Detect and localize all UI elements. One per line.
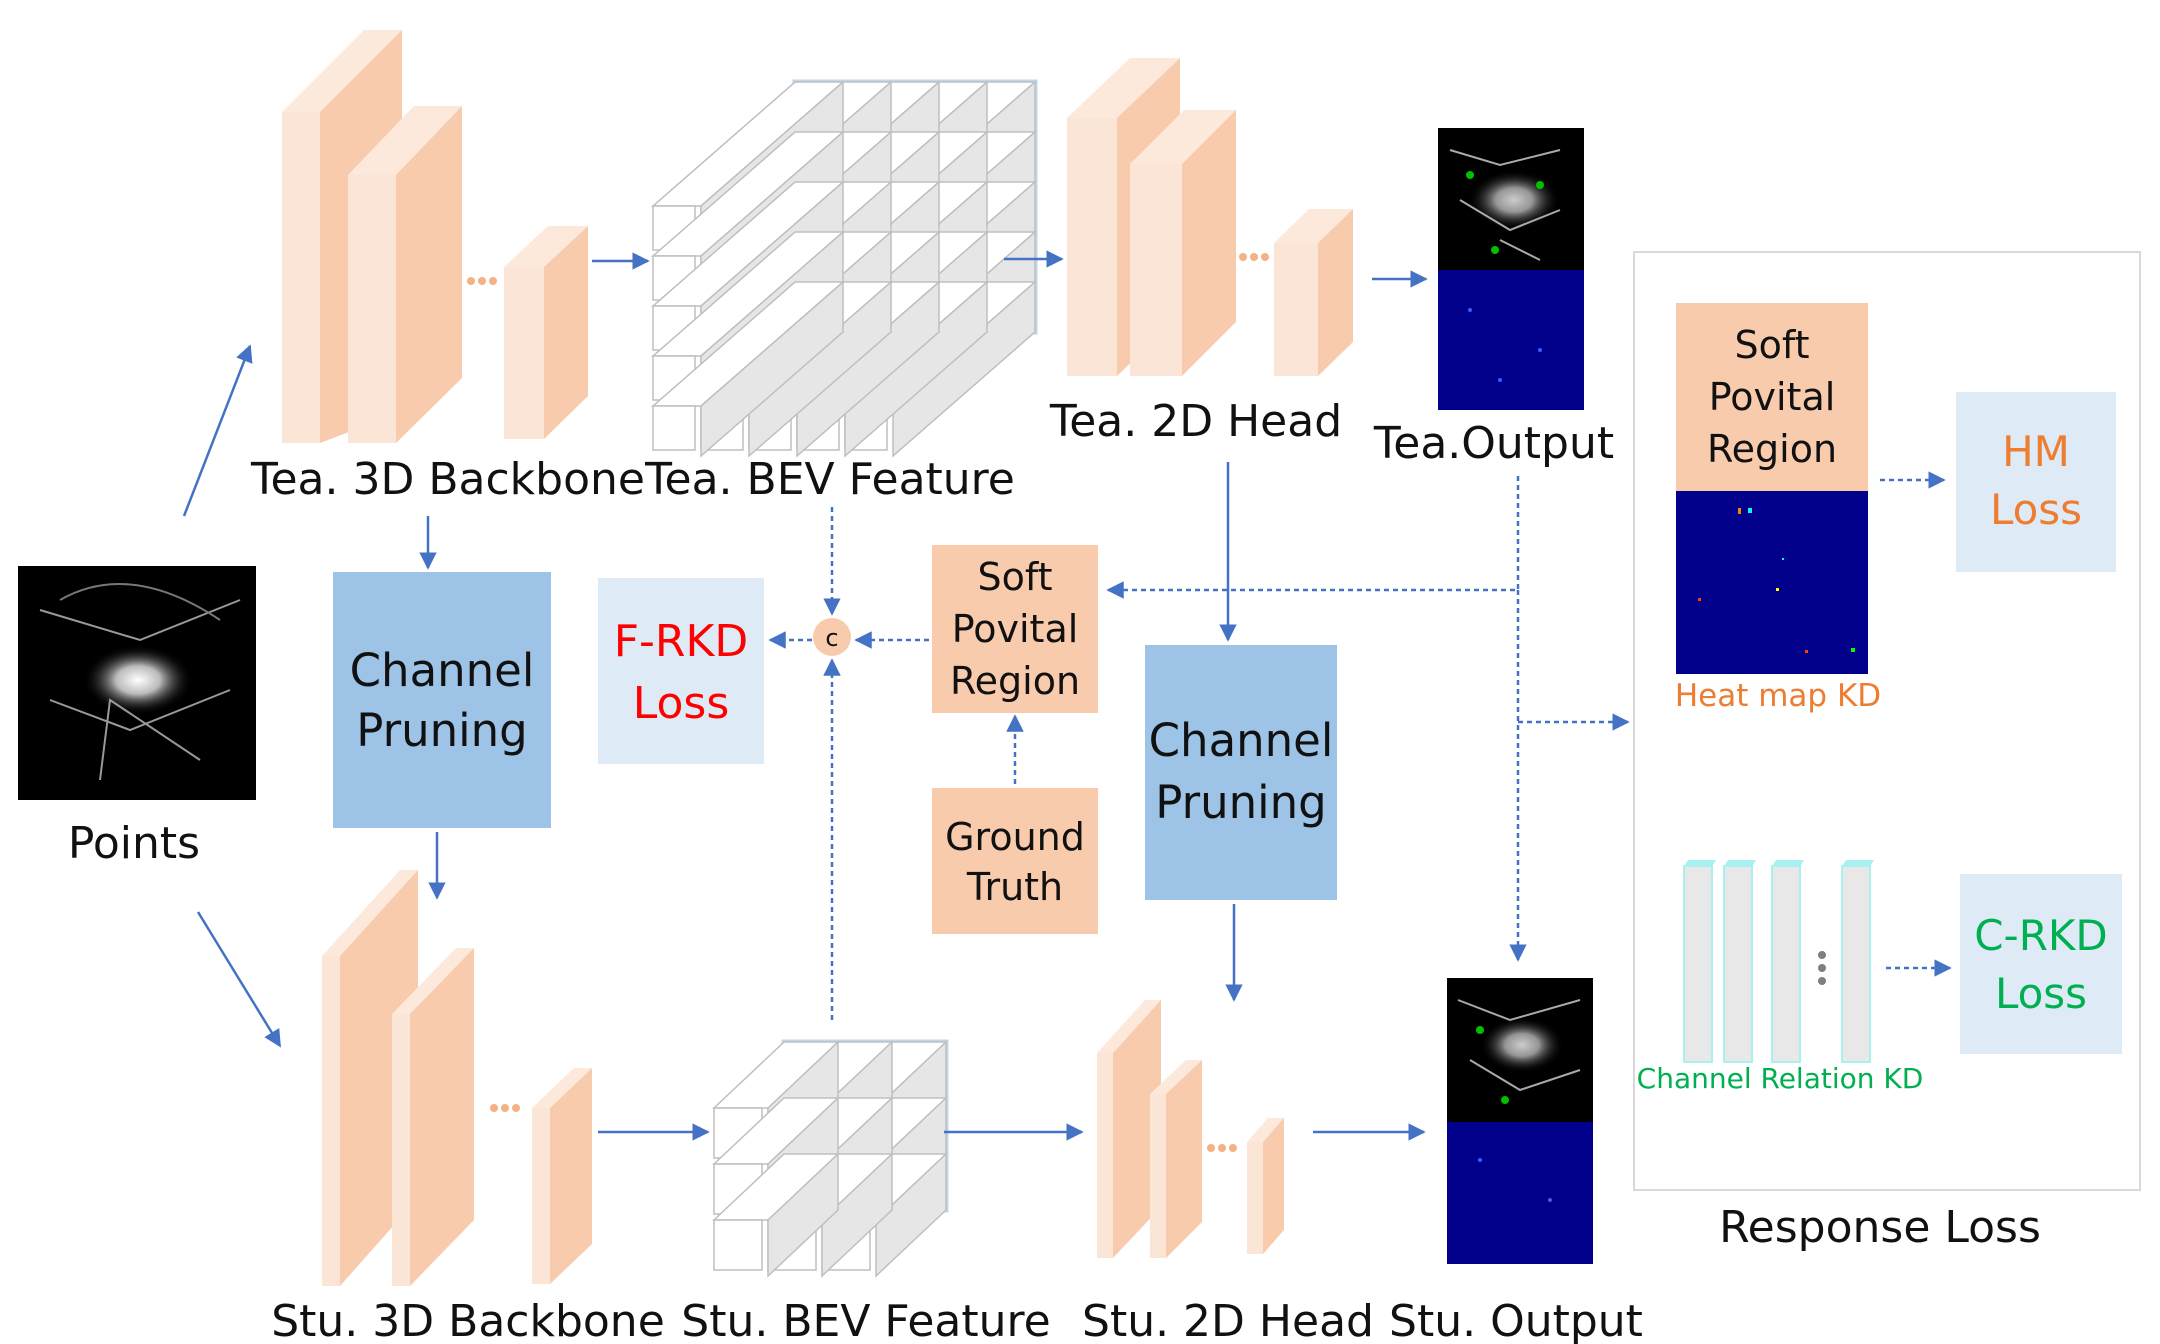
stu-backbone-label: Stu. 3D Backbone: [271, 1296, 665, 1344]
channel-relation-kd-caption: Channel Relation KD: [1637, 1062, 1924, 1095]
frkd-loss-line2: Loss: [633, 678, 730, 729]
soft-povital-region-box: [932, 545, 1098, 713]
soft-povital-region-right-box: [1676, 303, 1868, 491]
solid-arrows: [182, 250, 1428, 1141]
points-label: Points: [68, 818, 200, 869]
stu-2d-head-layers: [1097, 1000, 1284, 1258]
crkd-loss-box: [1960, 874, 2122, 1054]
tea-backbone-label: Tea. 3D Backbone: [250, 454, 645, 505]
crkd-loss-line1: C-RKD: [1974, 911, 2108, 960]
hm-loss-line2: Loss: [1990, 485, 2082, 534]
stu-bev-feature-cube: [712, 1039, 949, 1278]
tea-3d-backbone-layers: [282, 30, 588, 443]
channel-pruning-mid-line1: Channel: [1149, 714, 1334, 767]
soft-povital-region-line2: Povital: [952, 607, 1079, 651]
heat-map-image: [1676, 491, 1868, 674]
soft-povital-region-right-line1: Soft: [1735, 323, 1810, 367]
ground-truth-line2: Truth: [966, 865, 1063, 909]
tea-head-label: Tea. 2D Head: [1049, 396, 1342, 447]
soft-povital-region-line3: Region: [950, 659, 1080, 703]
tea-bev-feature-cube: [651, 79, 1038, 458]
stu-output-label: Stu. Output: [1389, 1296, 1643, 1344]
channel-pruning-mid-line2: Pruning: [1155, 776, 1326, 829]
hm-loss-box: [1956, 392, 2116, 572]
tea-output-image: [1438, 128, 1584, 410]
channel-pruning-mid-box: [1145, 645, 1337, 900]
soft-povital-region-right-line2: Povital: [1709, 375, 1836, 419]
soft-povital-region-right-line3: Region: [1707, 427, 1837, 471]
tea-bev-label: Tea. BEV Feature: [644, 454, 1015, 505]
heat-map-kd-caption: Heat map KD: [1675, 678, 1881, 714]
response-loss-label: Response Loss: [1719, 1202, 2041, 1253]
concat-label: c: [825, 624, 838, 652]
tea-output-label: Tea.Output: [1373, 418, 1614, 469]
stu-3d-backbone-layers: [322, 870, 592, 1286]
frkd-loss-line1: F-RKD: [614, 616, 749, 667]
hm-loss-line1: HM: [2002, 427, 2070, 476]
stu-output-image: [1447, 978, 1593, 1264]
ground-truth-box: [932, 788, 1098, 934]
channel-pruning-left-line2: Pruning: [356, 704, 527, 757]
dashed-arrows: [768, 471, 1952, 1020]
channel-pruning-left-line1: Channel: [350, 644, 535, 697]
soft-povital-region-line1: Soft: [978, 555, 1053, 599]
crkd-loss-line2: Loss: [1995, 969, 2087, 1018]
points-image: [18, 566, 256, 800]
tea-2d-head-layers: [1067, 58, 1353, 376]
channel-relation-bars: [1683, 860, 1874, 1063]
ground-truth-line1: Ground: [945, 815, 1085, 859]
channel-pruning-left-box: [333, 572, 551, 828]
frkd-loss-box: [598, 578, 764, 764]
concat-node: [813, 618, 851, 656]
stu-bev-label: Stu. BEV Feature: [681, 1296, 1050, 1344]
stu-head-label: Stu. 2D Head: [1082, 1296, 1374, 1344]
